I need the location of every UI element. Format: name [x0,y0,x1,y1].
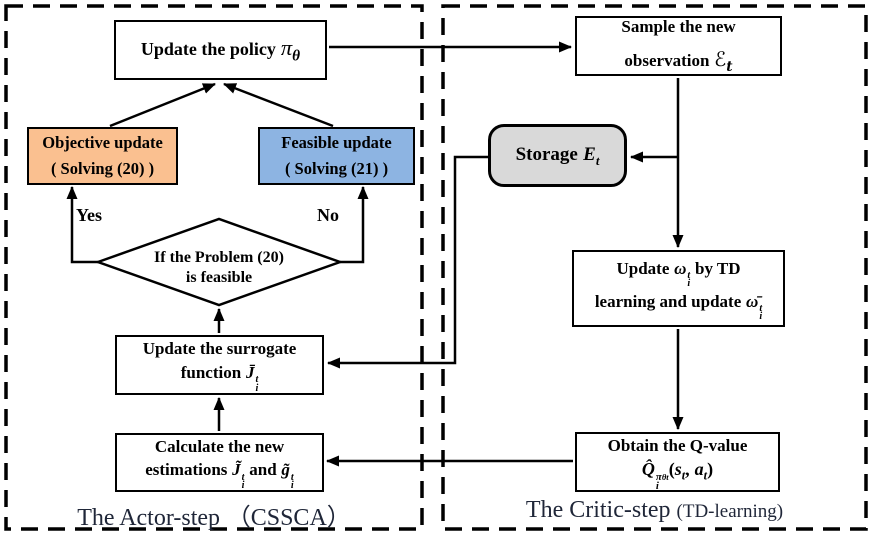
td-line1b: by TD [695,258,741,278]
actor-region-label: The Actor-step（CSSCA） [6,497,422,532]
policy-text: Update the policy [140,39,276,60]
surrogate-line1: Update the surrogate [142,339,297,359]
actor-region-border [4,4,424,531]
objective-line2: ( Solving (20) ) [50,159,155,178]
sample-line1: Sample the new [621,16,736,36]
qvalue-line1: Obtain the Q-value [607,435,748,455]
objective-line1: Objective update [42,133,163,153]
critic-region-label: The Critic-step (TD-learning) [443,497,866,524]
arrow-feasible-to-policy [223,82,334,128]
decision-diamond-label: If the Problem (20) is feasible [98,248,340,287]
q-args: (st,at) [668,459,714,483]
estimations-line2: estimations [145,460,228,480]
arrow-diamond-no-to-feasible [340,186,369,264]
arrow-diamond-yes-to-objective [66,186,100,264]
feasible-line1: Feasible update [281,133,392,153]
td-line2a: learning and update [594,291,742,311]
critic-title: The Critic-step [525,497,671,523]
feasible-line2: ( Solving (21) ) [284,159,389,178]
feasible-update-box: Feasible update ( Solving (21) ) [258,127,415,185]
flow-arrows [66,41,684,467]
actor-title: The Actor-step [77,505,221,531]
yes-label: Yes [76,205,102,225]
surrogate-line2: function [180,362,242,382]
script-e-symbol: ℰt [714,46,733,75]
arrow-objective-to-policy [109,82,216,128]
no-label: No [317,205,339,225]
storage-e-symbol: Et [583,143,600,168]
storage-text: Storage [515,143,578,165]
arrow-storage-to-surrogate [327,155,488,369]
objective-update-box: Objective update ( Solving (20) ) [27,127,178,185]
estimations-and: and [249,460,277,480]
critic-region-border [441,4,868,531]
decision-diamond-shape [94,217,344,307]
decision-line1: If the Problem (20) [154,249,284,266]
actor-title-paren: （CSSCA） [226,505,351,531]
critic-title-paren: (TD-learning) [676,501,784,522]
estimations-line1: Calculate the new [154,436,285,456]
sample-line2: observation [624,50,710,70]
decision-line2: is feasible [185,268,253,286]
pi-symbol: πθ [280,35,301,65]
td-line1a: Update [616,258,670,278]
